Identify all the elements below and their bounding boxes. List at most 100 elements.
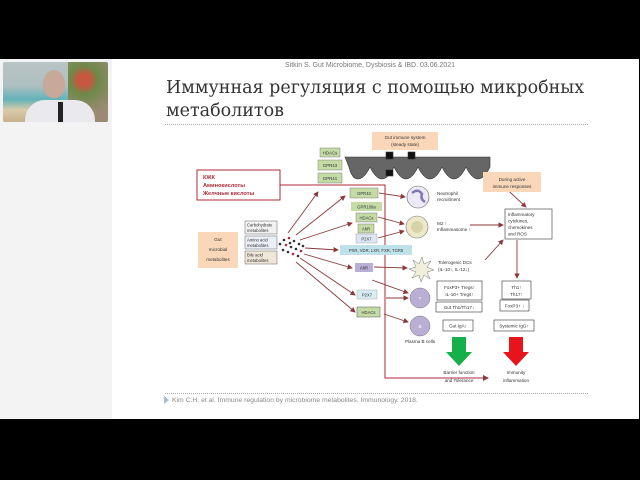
- label: КЖК: [203, 175, 215, 181]
- inflammatory-box: [504, 208, 553, 240]
- label: GPR41: [323, 176, 338, 181]
- macrophage-nucleus-icon: [411, 221, 423, 233]
- carbohydrate-box: [244, 220, 278, 235]
- citation-text: Kim C.H. et al. Immune regulation by mic…: [172, 396, 418, 404]
- title-divider: [165, 124, 588, 125]
- label: During active: [499, 177, 526, 182]
- label: Systemic IgG↑: [499, 324, 529, 329]
- label: metabolites: [247, 258, 268, 263]
- header-caption: Sitkin S. Gut Microbiome, Dysbiosis & IB…: [284, 62, 456, 69]
- label: metabolites: [206, 257, 230, 262]
- label: Plasma B cells: [405, 339, 436, 344]
- green-arrow-down-icon: [446, 337, 472, 366]
- label: P2X7: [361, 237, 372, 242]
- systemic-igg-box: [493, 319, 535, 332]
- title-line-1: Иммунная регуляция с помощью микробных: [166, 78, 585, 98]
- label: GPR109a: [357, 205, 376, 210]
- ahr-box: [357, 223, 375, 234]
- label: Желчные кислоты: [202, 191, 254, 197]
- label: Amino acid: [247, 238, 268, 243]
- label: GPR43: [323, 163, 338, 168]
- metabolite-classes-box: [196, 169, 281, 201]
- tregs-box: [436, 280, 483, 301]
- label: M2 ↑: [437, 221, 447, 226]
- label: recruitment: [437, 197, 461, 202]
- label: FoxP3+ Tregs↑: [444, 285, 475, 290]
- citation-divider: [165, 393, 588, 394]
- label: Gut immune system: [385, 135, 426, 140]
- p2x7-box: [355, 233, 378, 244]
- presenter-tie: [58, 102, 63, 122]
- label: (steady state): [391, 142, 419, 147]
- presenter-panel: [0, 59, 112, 419]
- gut-immune-system-box: [372, 132, 438, 150]
- label: HDACs: [362, 310, 376, 315]
- label: cytokines,: [508, 219, 528, 224]
- red-arrow-down-icon: [503, 337, 529, 366]
- label: Barrier function: [443, 370, 475, 375]
- label: and Tolerance: [445, 378, 474, 383]
- label: PXR, VDR, LXR, FXR, TGR5: [349, 248, 404, 253]
- hdacs-box: [356, 306, 381, 318]
- label: GPR43: [357, 191, 371, 196]
- label: T: [419, 296, 422, 301]
- label: IL-10+ Tregs↑: [445, 292, 473, 297]
- presenter-head: [43, 70, 65, 98]
- gpr109a-box: [351, 202, 382, 211]
- p2x7-box: [356, 289, 378, 300]
- label: Inflammasome ↑: [437, 227, 471, 232]
- label: metabolites: [247, 228, 268, 233]
- title-line-2: метаболитов: [166, 101, 285, 121]
- label: AhR: [362, 227, 370, 232]
- label: Neutrophil: [437, 191, 458, 196]
- gut-th-box: [435, 301, 483, 313]
- label: immune responses: [493, 184, 533, 189]
- label: P2X7: [362, 293, 373, 298]
- epithelium-cells-icon: [344, 151, 491, 180]
- label: Immunity: [507, 370, 526, 375]
- label: Inflammatory: [508, 212, 535, 217]
- gut-microbial-box: [198, 232, 238, 268]
- label: Gut IgA↑: [449, 324, 467, 329]
- active-immune-box: [483, 172, 541, 192]
- neutrophil-icon: [406, 185, 430, 209]
- foxp3-down-box: [499, 299, 530, 312]
- label: metabolites: [247, 243, 268, 248]
- label: B: [418, 324, 421, 329]
- b-cell-icon: [409, 315, 431, 337]
- label: Th17↑: [510, 292, 523, 297]
- amino-acid-box: [244, 235, 278, 250]
- hdacs-box: [355, 212, 378, 223]
- presenter-video[interactable]: [3, 62, 108, 122]
- gpr43-box: [349, 187, 379, 199]
- label: HDACs: [360, 216, 374, 221]
- label: Gut Th1/Th17↓: [444, 305, 475, 310]
- label: HDACs: [323, 151, 338, 156]
- label: Tolerogenic DCs: [438, 260, 472, 265]
- slide-title: Иммунная регуляция с помощью микробных м…: [166, 77, 606, 123]
- dendritic-cell-icon: [408, 256, 435, 283]
- gpr41-box: [317, 172, 343, 184]
- label: and ROS: [508, 232, 527, 237]
- label: Gut: [214, 237, 222, 242]
- label: Bile acid: [247, 253, 263, 258]
- ahr-box: [355, 263, 373, 272]
- microbe-cluster-icon: [278, 236, 305, 258]
- label: Th1↑: [511, 285, 521, 290]
- nuclear-receptors-box: [340, 245, 412, 255]
- red-connector-line: [280, 184, 489, 381]
- label: (IL-10↑, IL-12↓): [438, 267, 470, 272]
- label: chemokines: [508, 225, 533, 230]
- label: microbial: [209, 247, 227, 252]
- t-cell-icon: [409, 287, 431, 309]
- label: Carbohydrate: [247, 223, 273, 228]
- th-box: [501, 280, 532, 300]
- label: AhR: [360, 266, 368, 271]
- gut-iga-box: [442, 319, 474, 332]
- gpr43-box: [317, 159, 343, 171]
- label: Аминокислоты: [203, 183, 245, 189]
- label: FoxP3+ ↓: [505, 304, 525, 309]
- hdacs-box: [319, 147, 341, 158]
- citation: Kim C.H. et al. Immune regulation by mic…: [164, 396, 418, 404]
